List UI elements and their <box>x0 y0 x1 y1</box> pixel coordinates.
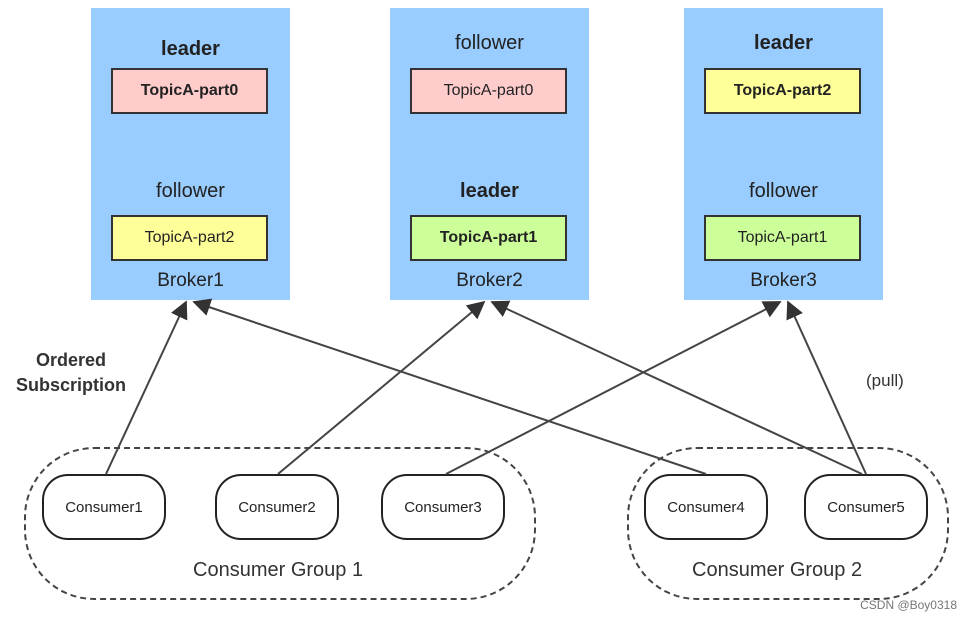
consumer-4: Consumer4 <box>644 474 768 540</box>
broker-1-bottom-role: follower <box>156 180 225 202</box>
ordered-line-1: Ordered <box>35 350 107 370</box>
broker-3-label: Broker3 <box>750 270 817 291</box>
broker-1-top-role: leader <box>161 38 220 60</box>
arrow-consumer5-broker2 <box>490 300 863 475</box>
broker-1: leader TopicA-part0 follower TopicA-part… <box>91 8 290 300</box>
arrow-consumer5-broker3 <box>786 300 867 475</box>
broker-2: follower TopicA-part0 leader TopicA-part… <box>390 8 589 300</box>
consumer-5: Consumer5 <box>804 474 928 540</box>
consumer-2: Consumer2 <box>215 474 339 540</box>
arrow-consumer1-broker1 <box>105 300 188 475</box>
arrow-consumer4-broker1 <box>192 298 707 475</box>
broker-1-top-partition: TopicA-part0 <box>111 68 268 114</box>
ordered-line-2: Subscription <box>15 375 126 395</box>
consumer-3: Consumer3 <box>381 474 505 540</box>
broker-3-bottom-partition: TopicA-part1 <box>704 215 861 261</box>
broker-2-bottom-role: leader <box>460 180 519 202</box>
arrow-consumer3-broker3 <box>445 301 782 475</box>
broker-1-bottom-partition: TopicA-part2 <box>111 215 268 261</box>
broker-2-top-role: follower <box>455 32 524 54</box>
consumer-1: Consumer1 <box>42 474 166 540</box>
broker-2-top-partition: TopicA-part0 <box>410 68 567 114</box>
consumer-group-2-label: Consumer Group 2 <box>692 559 863 581</box>
consumer-group-2 <box>627 447 949 600</box>
arrow-consumer2-broker2 <box>277 300 486 475</box>
credit-watermark: CSDN @Boy0318 <box>860 598 957 612</box>
broker-3-bottom-role: follower <box>749 180 818 202</box>
consumer-group-1 <box>24 447 536 600</box>
broker-3-top-role: leader <box>754 32 813 54</box>
broker-2-label: Broker2 <box>456 270 523 291</box>
broker-1-label: Broker1 <box>157 270 224 291</box>
consumer-group-1-label: Consumer Group 1 <box>193 559 364 581</box>
pull-label: (pull) <box>866 371 904 390</box>
broker-3: leader TopicA-part2 follower TopicA-part… <box>684 8 883 300</box>
broker-2-bottom-partition: TopicA-part1 <box>410 215 567 261</box>
ordered-subscription-label: Ordered Subscription <box>6 348 136 398</box>
broker-3-top-partition: TopicA-part2 <box>704 68 861 114</box>
